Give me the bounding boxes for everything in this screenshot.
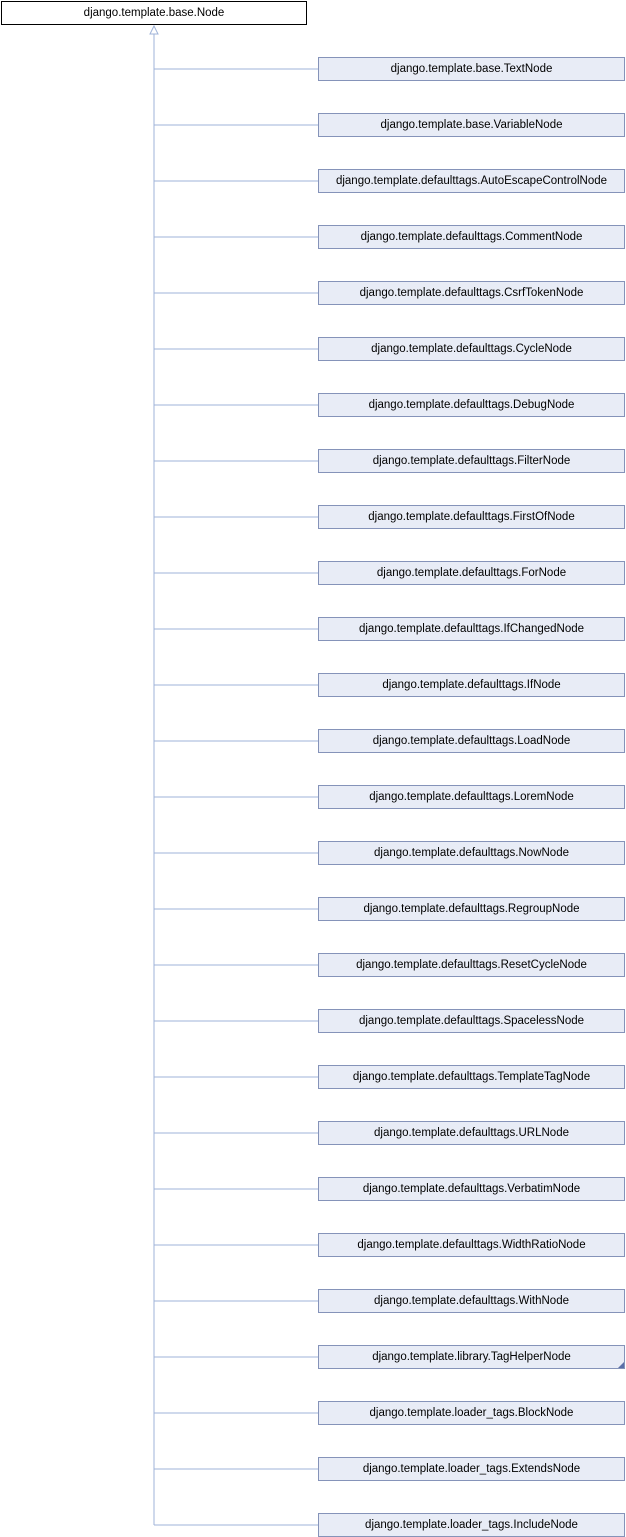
- subclass-node-label: django.template.defaulttags.VerbatimNode: [362, 1183, 581, 1195]
- subclass-node[interactable]: django.template.base.VariableNode: [318, 113, 625, 137]
- subclass-node-label: django.template.defaulttags.RegroupNode: [363, 903, 580, 915]
- subclass-node-label: django.template.defaulttags.TemplateTagN…: [352, 1071, 591, 1083]
- subclass-node[interactable]: django.template.loader_tags.IncludeNode: [318, 1513, 625, 1537]
- subclass-node[interactable]: django.template.defaulttags.ResetCycleNo…: [318, 953, 625, 977]
- subclass-node-label: django.template.base.TextNode: [390, 63, 553, 75]
- subclass-node-label: django.template.defaulttags.WithNode: [374, 1295, 569, 1307]
- subclass-node-label: django.template.defaulttags.LoremNode: [369, 791, 574, 803]
- subclass-node-label: django.template.defaulttags.NowNode: [374, 847, 569, 859]
- inheritance-arrowhead: [149, 24, 159, 35]
- subclass-node-label: django.template.defaulttags.DebugNode: [368, 399, 575, 411]
- subclass-node[interactable]: django.template.defaulttags.VerbatimNode: [318, 1177, 625, 1201]
- subclass-node-label: django.template.loader_tags.BlockNode: [369, 1407, 574, 1419]
- subclass-node[interactable]: django.template.defaulttags.CsrfTokenNod…: [318, 281, 625, 305]
- subclass-node[interactable]: django.template.defaulttags.IfChangedNod…: [318, 617, 625, 641]
- subclass-node-label: django.template.defaulttags.FilterNode: [372, 455, 571, 467]
- has-subclasses-marker: [618, 1362, 624, 1368]
- subclass-node[interactable]: django.template.defaulttags.RegroupNode: [318, 897, 625, 921]
- subclass-node-label: django.template.loader_tags.ExtendsNode: [362, 1463, 581, 1475]
- subclass-node[interactable]: django.template.defaulttags.IfNode: [318, 673, 625, 697]
- subclass-node-label: django.template.defaulttags.IfChangedNod…: [358, 623, 585, 635]
- subclass-node[interactable]: django.template.defaulttags.URLNode: [318, 1121, 625, 1145]
- subclass-node[interactable]: django.template.defaulttags.ForNode: [318, 561, 625, 585]
- subclass-node-label: django.template.loader_tags.IncludeNode: [365, 1519, 578, 1531]
- subclass-node-label: django.template.library.TagHelperNode: [372, 1351, 571, 1363]
- subclass-node-label: django.template.defaulttags.CommentNode: [360, 231, 583, 243]
- subclass-node[interactable]: django.template.defaulttags.WithNode: [318, 1289, 625, 1313]
- subclass-node[interactable]: django.template.defaulttags.WidthRatioNo…: [318, 1233, 625, 1257]
- subclass-node[interactable]: django.template.defaulttags.FirstOfNode: [318, 505, 625, 529]
- subclass-node[interactable]: django.template.library.TagHelperNode: [318, 1345, 625, 1369]
- subclass-node[interactable]: django.template.defaulttags.CycleNode: [318, 337, 625, 361]
- subclass-node[interactable]: django.template.loader_tags.BlockNode: [318, 1401, 625, 1425]
- subclass-node[interactable]: django.template.defaulttags.NowNode: [318, 841, 625, 865]
- subclass-node[interactable]: django.template.defaulttags.TemplateTagN…: [318, 1065, 625, 1089]
- subclass-node-label: django.template.defaulttags.IfNode: [382, 679, 561, 691]
- subclass-node-label: django.template.defaulttags.AutoEscapeCo…: [335, 175, 608, 187]
- subclass-node[interactable]: django.template.defaulttags.SpacelessNod…: [318, 1009, 625, 1033]
- subclass-node-label: django.template.defaulttags.URLNode: [374, 1127, 569, 1139]
- subclass-node[interactable]: django.template.defaulttags.LoremNode: [318, 785, 625, 809]
- subclass-node-label: django.template.defaulttags.CycleNode: [371, 343, 572, 355]
- subclass-node-label: django.template.defaulttags.WidthRatioNo…: [357, 1239, 586, 1251]
- subclass-node[interactable]: django.template.base.TextNode: [318, 57, 625, 81]
- subclass-node-label: django.template.defaulttags.LoadNode: [372, 735, 571, 747]
- subclass-node[interactable]: django.template.defaulttags.DebugNode: [318, 393, 625, 417]
- subclass-node[interactable]: django.template.defaulttags.AutoEscapeCo…: [318, 169, 625, 193]
- subclass-node-label: django.template.base.VariableNode: [380, 119, 563, 131]
- subclass-node[interactable]: django.template.defaulttags.LoadNode: [318, 729, 625, 753]
- subclass-node-label: django.template.defaulttags.ForNode: [376, 567, 567, 579]
- subclass-node[interactable]: django.template.loader_tags.ExtendsNode: [318, 1457, 625, 1481]
- root-class-node[interactable]: django.template.base.Node: [1, 1, 307, 25]
- subclass-node-label: django.template.defaulttags.SpacelessNod…: [358, 1015, 585, 1027]
- subclass-node-label: django.template.defaulttags.FirstOfNode: [368, 511, 575, 523]
- subclass-node[interactable]: django.template.defaulttags.FilterNode: [318, 449, 625, 473]
- subclass-node-label: django.template.defaulttags.CsrfTokenNod…: [359, 287, 584, 299]
- subclass-node[interactable]: django.template.defaulttags.CommentNode: [318, 225, 625, 249]
- subclass-node-label: django.template.defaulttags.ResetCycleNo…: [356, 959, 587, 971]
